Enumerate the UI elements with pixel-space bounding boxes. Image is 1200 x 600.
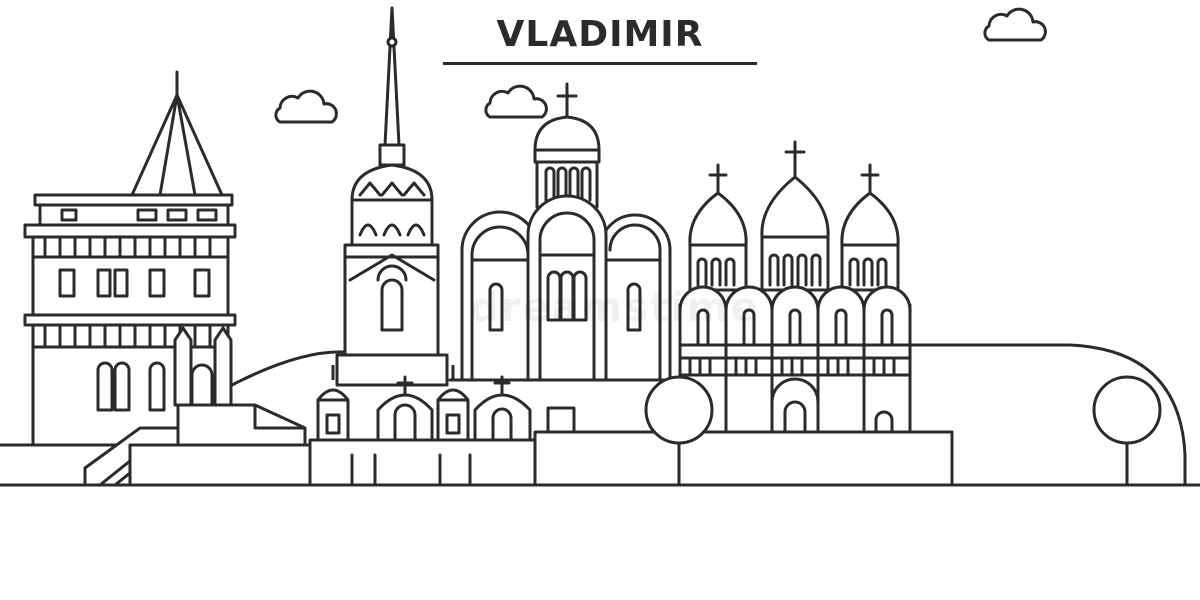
hill	[230, 350, 347, 387]
small-church	[308, 365, 576, 487]
bell-tower	[335, 6, 449, 387]
platform	[533, 430, 954, 487]
cloud-icon	[484, 84, 548, 119]
dormition-cathedral	[448, 82, 682, 382]
cloud-icon	[983, 7, 1047, 42]
plaza-outline	[908, 343, 1187, 487]
golden-gate-tower	[23, 70, 312, 487]
cloud-icon	[274, 89, 338, 124]
tree	[1092, 375, 1162, 487]
tree	[644, 375, 714, 487]
watermark: dreamstime	[470, 285, 760, 331]
city-title: VLADIMIR	[496, 14, 704, 55]
title-underline	[443, 62, 757, 65]
five-domed-cathedral	[678, 140, 912, 434]
